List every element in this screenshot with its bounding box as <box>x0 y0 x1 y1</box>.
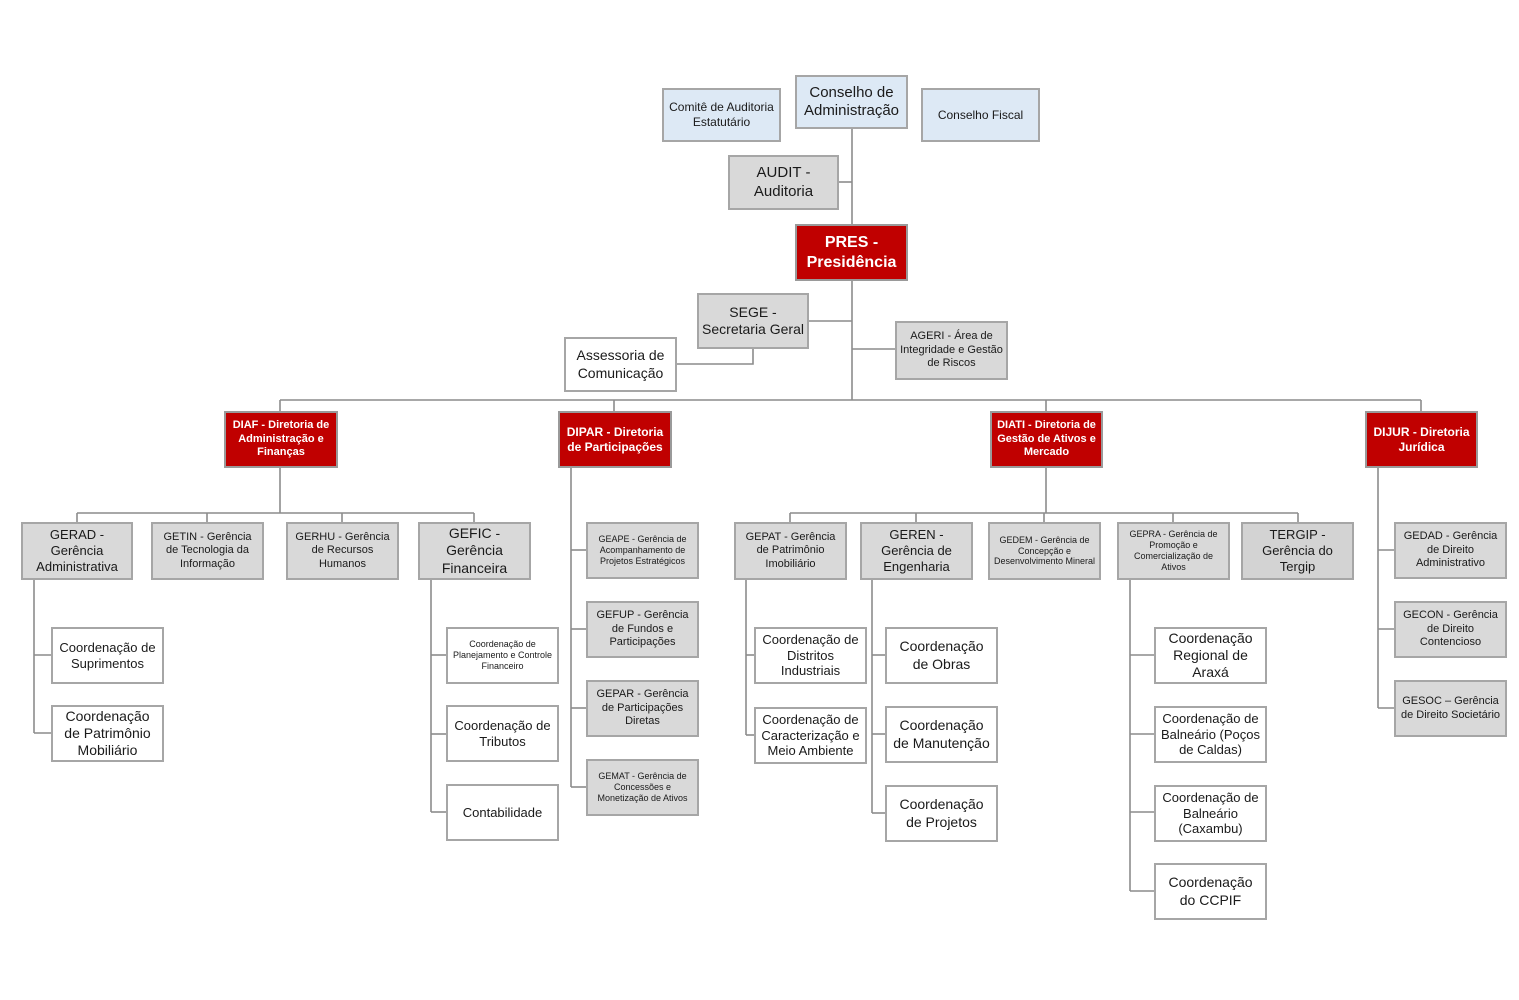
tergip-box[interactable]: TERGIP - Gerência do Tergip <box>1241 522 1354 580</box>
assessoria-comunicacao-label: Assessoria de Comunicação <box>576 347 665 381</box>
gerad-box[interactable]: GERAD - Gerência Administrativa <box>21 522 133 580</box>
coord-ccpif-label: Coordenação do CCPIF <box>1168 874 1253 908</box>
coord-planejamento-label: Coordenação de Planejamento e Controle F… <box>452 639 553 671</box>
tergip-label: TERGIP - Gerência do Tergip <box>1262 527 1333 574</box>
diati-label: DIATI - Diretoria de Gestão de Ativos e … <box>997 419 1096 459</box>
coord-projetos-label: Coordenação de Projetos <box>899 796 984 830</box>
coord-pocos-caldas-label: Coordenação de Balneário (Poços de Calda… <box>1161 710 1260 758</box>
audit-label: AUDIT - Auditoria <box>753 164 814 200</box>
getin-label: GETIN - Gerência de Tecnologia da Inform… <box>163 530 252 570</box>
ageri-box[interactable]: AGERI - Área de Integridade e Gestão de … <box>895 321 1008 380</box>
contabilidade-box[interactable]: Contabilidade <box>446 784 559 841</box>
coord-pocos-caldas-box[interactable]: Coordenação de Balneário (Poços de Calda… <box>1154 706 1267 763</box>
gerad-label: GERAD - Gerência Administrativa <box>36 527 118 574</box>
comite-auditoria-box[interactable]: Comitê de Auditoria Estatutário <box>662 88 781 142</box>
gepra-box[interactable]: GEPRA - Gerência de Promoção e Comercial… <box>1117 522 1230 580</box>
diaf-box[interactable]: DIAF - Diretoria de Administração e Fina… <box>224 411 338 468</box>
geren-box[interactable]: GEREN - Gerência de Engenharia <box>860 522 973 580</box>
dijur-label: DIJUR - Diretoria Jurídica <box>1373 424 1470 454</box>
coord-suprimentos-box[interactable]: Coordenação de Suprimentos <box>51 627 164 684</box>
gesoc-label: GESOC – Gerência de Direito Societário <box>1400 695 1501 721</box>
gerhu-box[interactable]: GERHU - Gerência de Recursos Humanos <box>286 522 399 580</box>
coord-caracterizacao-box[interactable]: Coordenação de Caracterização e Meio Amb… <box>754 707 867 764</box>
diati-box[interactable]: DIATI - Diretoria de Gestão de Ativos e … <box>990 411 1103 468</box>
audit-box[interactable]: AUDIT - Auditoria <box>728 155 839 210</box>
conselho-fiscal-label: Conselho Fiscal <box>937 107 1024 122</box>
coord-patrimonio-mobiliario-box[interactable]: Coordenação de Patrimônio Mobiliário <box>51 705 164 762</box>
coord-suprimentos-label: Coordenação de Suprimentos <box>59 639 156 671</box>
coord-planejamento-box[interactable]: Coordenação de Planejamento e Controle F… <box>446 627 559 684</box>
geape-label: GEAPE - Gerência de Acompanhamento de Pr… <box>598 534 687 566</box>
coord-projetos-box[interactable]: Coordenação de Projetos <box>885 785 998 842</box>
ageri-label: AGERI - Área de Integridade e Gestão de … <box>900 330 1003 370</box>
gemat-label: GEMAT - Gerência de Concessões e Monetiz… <box>597 771 688 803</box>
gepar-label: GEPAR - Gerência de Participações Direta… <box>596 688 689 728</box>
sege-box[interactable]: SEGE - Secretaria Geral <box>697 293 809 349</box>
getin-box[interactable]: GETIN - Gerência de Tecnologia da Inform… <box>151 522 264 580</box>
comite-auditoria-label: Comitê de Auditoria Estatutário <box>669 100 774 129</box>
coord-ccpif-box[interactable]: Coordenação do CCPIF <box>1154 863 1267 920</box>
gefup-box[interactable]: GEFUP - Gerência de Fundos e Participaçõ… <box>586 601 699 658</box>
sege-label: SEGE - Secretaria Geral <box>702 303 804 337</box>
coord-manutencao-box[interactable]: Coordenação de Manutenção <box>885 706 998 763</box>
dipar-label: DIPAR - Diretoria de Participações <box>566 424 664 454</box>
gedad-box[interactable]: GEDAD - Gerência de Direito Administrati… <box>1394 522 1507 579</box>
gerhu-label: GERHU - Gerência de Recursos Humanos <box>295 530 390 570</box>
coord-obras-box[interactable]: Coordenação de Obras <box>885 627 998 684</box>
gedem-box[interactable]: GEDEM - Gerência de Concepção e Desenvol… <box>988 522 1101 580</box>
geren-label: GEREN - Gerência de Engenharia <box>881 527 952 574</box>
coord-araxa-label: Coordenação Regional de Araxá <box>1168 629 1253 681</box>
coord-araxa-box[interactable]: Coordenação Regional de Araxá <box>1154 627 1267 684</box>
gesoc-box[interactable]: GESOC – Gerência de Direito Societário <box>1394 680 1507 737</box>
coord-caxambu-box[interactable]: Coordenação de Balneário (Caxambu) <box>1154 785 1267 842</box>
pres-box[interactable]: PRES - Presidência <box>795 224 908 281</box>
contabilidade-label: Contabilidade <box>462 804 543 820</box>
coord-tributos-label: Coordenação de Tributos <box>454 717 551 749</box>
gefup-label: GEFUP - Gerência de Fundos e Participaçõ… <box>596 609 689 649</box>
gecon-label: GECON - Gerência de Direito Contencioso <box>1403 609 1498 649</box>
dijur-box[interactable]: DIJUR - Diretoria Jurídica <box>1365 411 1478 468</box>
assessoria-comunicacao-box[interactable]: Assessoria de Comunicação <box>564 337 677 392</box>
coord-distritos-label: Coordenação de Distritos Industriais <box>762 631 859 679</box>
gedad-label: GEDAD - Gerência de Direito Administrati… <box>1403 530 1498 570</box>
conselho-administracao-box[interactable]: Conselho de Administração <box>795 75 908 129</box>
dipar-box[interactable]: DIPAR - Diretoria de Participações <box>558 411 672 468</box>
gedem-label: GEDEM - Gerência de Concepção e Desenvol… <box>993 534 1096 567</box>
coord-distritos-box[interactable]: Coordenação de Distritos Industriais <box>754 627 867 684</box>
coord-tributos-box[interactable]: Coordenação de Tributos <box>446 705 559 762</box>
coord-obras-label: Coordenação de Obras <box>899 638 984 672</box>
gefic-box[interactable]: GEFIC - Gerência Financeira <box>418 522 531 580</box>
gepra-label: GEPRA - Gerência de Promoção e Comercial… <box>1129 529 1218 572</box>
gepat-box[interactable]: GEPAT - Gerência de Patrimônio Imobiliár… <box>734 522 847 580</box>
coord-caracterizacao-label: Coordenação de Caracterização e Meio Amb… <box>761 711 860 759</box>
coord-manutencao-label: Coordenação de Manutenção <box>893 717 990 751</box>
gepar-box[interactable]: GEPAR - Gerência de Participações Direta… <box>586 680 699 737</box>
gemat-box[interactable]: GEMAT - Gerência de Concessões e Monetiz… <box>586 759 699 816</box>
conselho-administracao-label: Conselho de Administração <box>803 83 900 119</box>
diaf-label: DIAF - Diretoria de Administração e Fina… <box>232 419 330 459</box>
gepat-label: GEPAT - Gerência de Patrimônio Imobiliár… <box>745 530 836 570</box>
coord-patrimonio-mobiliario-label: Coordenação de Patrimônio Mobiliário <box>64 707 151 759</box>
gecon-box[interactable]: GECON - Gerência de Direito Contencioso <box>1394 601 1507 658</box>
coord-caxambu-label: Coordenação de Balneário (Caxambu) <box>1162 789 1259 837</box>
conselho-fiscal-box[interactable]: Conselho Fiscal <box>921 88 1040 142</box>
gefic-label: GEFIC - Gerência Financeira <box>441 525 508 576</box>
pres-label: PRES - Presidência <box>806 233 897 271</box>
geape-box[interactable]: GEAPE - Gerência de Acompanhamento de Pr… <box>586 522 699 579</box>
